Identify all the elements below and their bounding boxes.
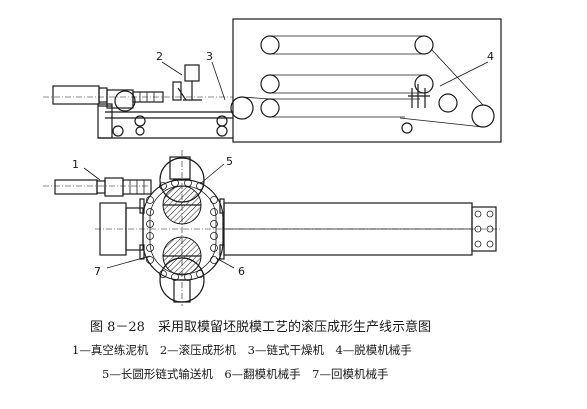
label-1: 1 xyxy=(72,158,79,171)
label-2: 2 xyxy=(156,50,163,63)
label-6: 6 xyxy=(238,265,245,278)
base-conveyor xyxy=(97,103,233,139)
caption-legend-line-1: 1—真空练泥机 2—滚压成形机 3—链式干燥机 4—脱模机械手 xyxy=(72,343,412,357)
demold-manipulator xyxy=(408,84,430,108)
caption-legend-line-2: 5—长圆形链式输送机 6—翻模机械手 7—回模机械手 xyxy=(102,367,389,381)
caption-title: 图 8－28 采用取模留坯脱模工艺的滚压成形生产线示意图 xyxy=(90,320,431,335)
roller-forming-machine-elevation xyxy=(172,64,202,101)
vacuum-pug-mill-elevation xyxy=(52,85,164,112)
label-3: 3 xyxy=(206,50,213,63)
plan-view xyxy=(43,150,500,306)
chain-dryer-frame xyxy=(232,18,502,143)
label-7: 7 xyxy=(94,265,101,278)
dryer-pulleys xyxy=(230,35,495,134)
label-4: 4 xyxy=(487,50,494,63)
vacuum-pug-mill-plan xyxy=(54,177,152,197)
elevation-view xyxy=(43,18,502,143)
mold-carriers xyxy=(146,179,218,281)
label-5: 5 xyxy=(226,155,233,168)
